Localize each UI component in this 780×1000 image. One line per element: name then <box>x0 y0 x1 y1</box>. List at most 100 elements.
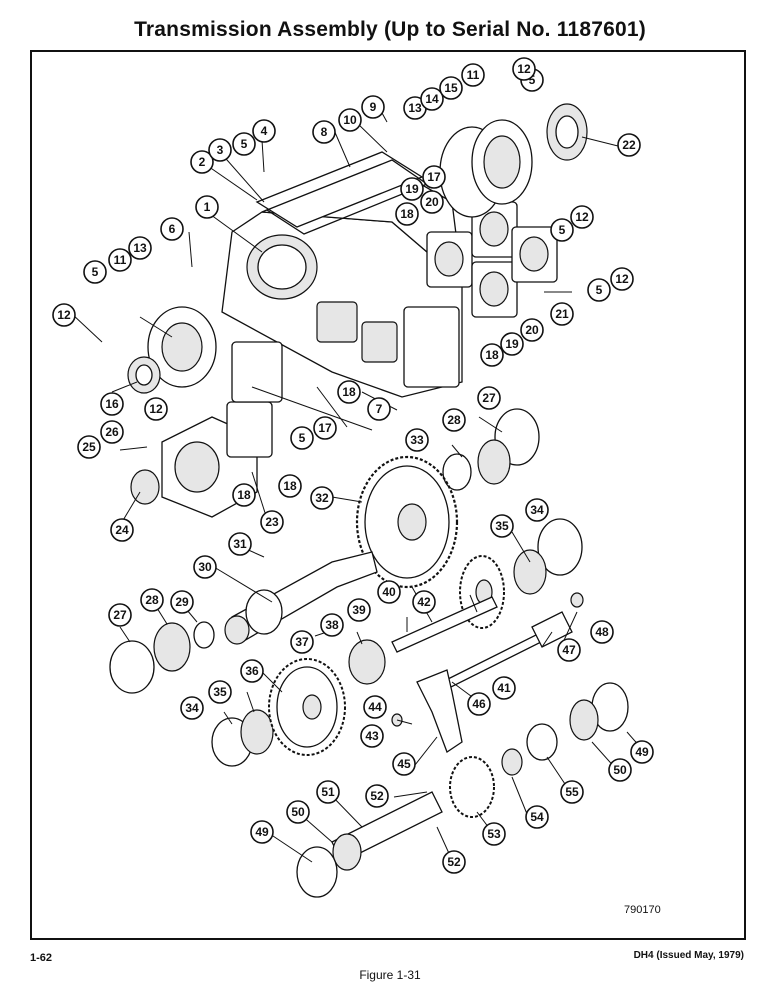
callout-45: 45 <box>392 752 416 776</box>
callout-41: 41 <box>492 676 516 700</box>
svg-text:2: 2 <box>199 155 206 169</box>
side-plates <box>426 201 558 318</box>
callout-5: 5 <box>232 132 256 156</box>
svg-text:18: 18 <box>237 488 251 502</box>
callout-18: 18 <box>232 483 256 507</box>
lower-right-bearings <box>449 682 629 818</box>
svg-text:16: 16 <box>105 397 119 411</box>
svg-text:55: 55 <box>565 785 579 799</box>
callout-18: 18 <box>480 343 504 367</box>
svg-text:29: 29 <box>175 595 189 609</box>
svg-text:27: 27 <box>482 391 496 405</box>
callout-23: 23 <box>260 510 284 534</box>
svg-text:34: 34 <box>530 503 544 517</box>
callout-40: 40 <box>377 580 401 604</box>
svg-text:52: 52 <box>447 855 461 869</box>
svg-text:37: 37 <box>295 635 309 649</box>
svg-text:12: 12 <box>575 210 589 224</box>
callout-5: 5 <box>290 426 314 450</box>
callout-18: 18 <box>278 474 302 498</box>
svg-text:1: 1 <box>204 200 211 214</box>
svg-text:4: 4 <box>261 124 268 138</box>
callout-52: 52 <box>365 784 389 808</box>
callout-48: 48 <box>590 620 614 644</box>
callout-4: 4 <box>252 119 276 143</box>
svg-text:51: 51 <box>321 785 335 799</box>
callout-34: 34 <box>525 498 549 522</box>
callout-5: 5 <box>587 278 611 302</box>
svg-text:43: 43 <box>365 729 379 743</box>
callout-47: 47 <box>557 638 581 662</box>
svg-text:10: 10 <box>343 113 357 127</box>
svg-text:9: 9 <box>370 100 377 114</box>
callout-13: 13 <box>403 96 427 120</box>
svg-text:21: 21 <box>555 307 569 321</box>
svg-text:31: 31 <box>233 537 247 551</box>
callout-15: 15 <box>439 76 463 100</box>
callout-18: 18 <box>337 380 361 404</box>
svg-text:32: 32 <box>315 491 329 505</box>
callout-11: 11 <box>108 248 132 272</box>
svg-text:42: 42 <box>417 595 431 609</box>
callout-28: 28 <box>140 588 164 612</box>
callout-25: 25 <box>77 435 101 459</box>
svg-text:17: 17 <box>427 170 441 184</box>
callout-12: 12 <box>144 397 168 421</box>
callout-2: 2 <box>190 150 214 174</box>
svg-text:50: 50 <box>613 763 627 777</box>
svg-text:8: 8 <box>321 125 328 139</box>
svg-text:35: 35 <box>495 519 509 533</box>
svg-text:47: 47 <box>562 643 576 657</box>
callout-29: 29 <box>170 590 194 614</box>
svg-text:22: 22 <box>622 138 636 152</box>
svg-text:20: 20 <box>425 195 439 209</box>
gear-36 <box>268 658 346 756</box>
callout-9: 9 <box>361 95 385 119</box>
svg-text:40: 40 <box>382 585 396 599</box>
callout-33: 33 <box>405 428 429 452</box>
svg-text:12: 12 <box>517 62 531 76</box>
callout-19: 19 <box>500 332 524 356</box>
drawing-number: 790170 <box>624 904 661 916</box>
svg-text:3: 3 <box>217 143 224 157</box>
svg-text:45: 45 <box>397 757 411 771</box>
page-number: 1-62 <box>30 952 53 964</box>
callout-50: 50 <box>286 800 310 824</box>
svg-text:14: 14 <box>425 92 439 106</box>
callout-43: 43 <box>360 724 384 748</box>
svg-text:6: 6 <box>169 222 176 236</box>
svg-text:52: 52 <box>370 789 384 803</box>
callout-20: 20 <box>520 318 544 342</box>
svg-text:48: 48 <box>595 625 609 639</box>
callout-21: 21 <box>550 302 574 326</box>
callout-16: 16 <box>100 392 124 416</box>
upper-right-bearing-cap <box>439 103 588 218</box>
figure-caption: Figure 1-31 <box>359 968 421 982</box>
svg-text:44: 44 <box>368 700 382 714</box>
large-gear <box>355 455 459 589</box>
callout-17: 17 <box>313 416 337 440</box>
callout-7: 7 <box>367 397 391 421</box>
callout-50: 50 <box>608 758 632 782</box>
callout-31: 31 <box>228 532 252 556</box>
callout-27: 27 <box>477 386 501 410</box>
svg-text:33: 33 <box>410 433 424 447</box>
callout-12: 12 <box>52 303 76 327</box>
callout-14: 14 <box>420 87 444 111</box>
svg-text:17: 17 <box>318 421 332 435</box>
callout-12: 12 <box>610 267 634 291</box>
svg-text:12: 12 <box>149 402 163 416</box>
svg-text:49: 49 <box>635 745 649 759</box>
svg-text:18: 18 <box>400 207 414 221</box>
callout-11: 11 <box>461 63 485 87</box>
callout-52: 52 <box>442 850 466 874</box>
callout-3: 3 <box>208 138 232 162</box>
svg-text:36: 36 <box>245 664 259 678</box>
svg-text:18: 18 <box>342 385 356 399</box>
callout-10: 10 <box>338 108 362 132</box>
svg-text:28: 28 <box>447 413 461 427</box>
svg-text:38: 38 <box>325 618 339 632</box>
svg-text:53: 53 <box>487 827 501 841</box>
callout-19: 19 <box>400 177 424 201</box>
left-bearings <box>109 621 274 767</box>
